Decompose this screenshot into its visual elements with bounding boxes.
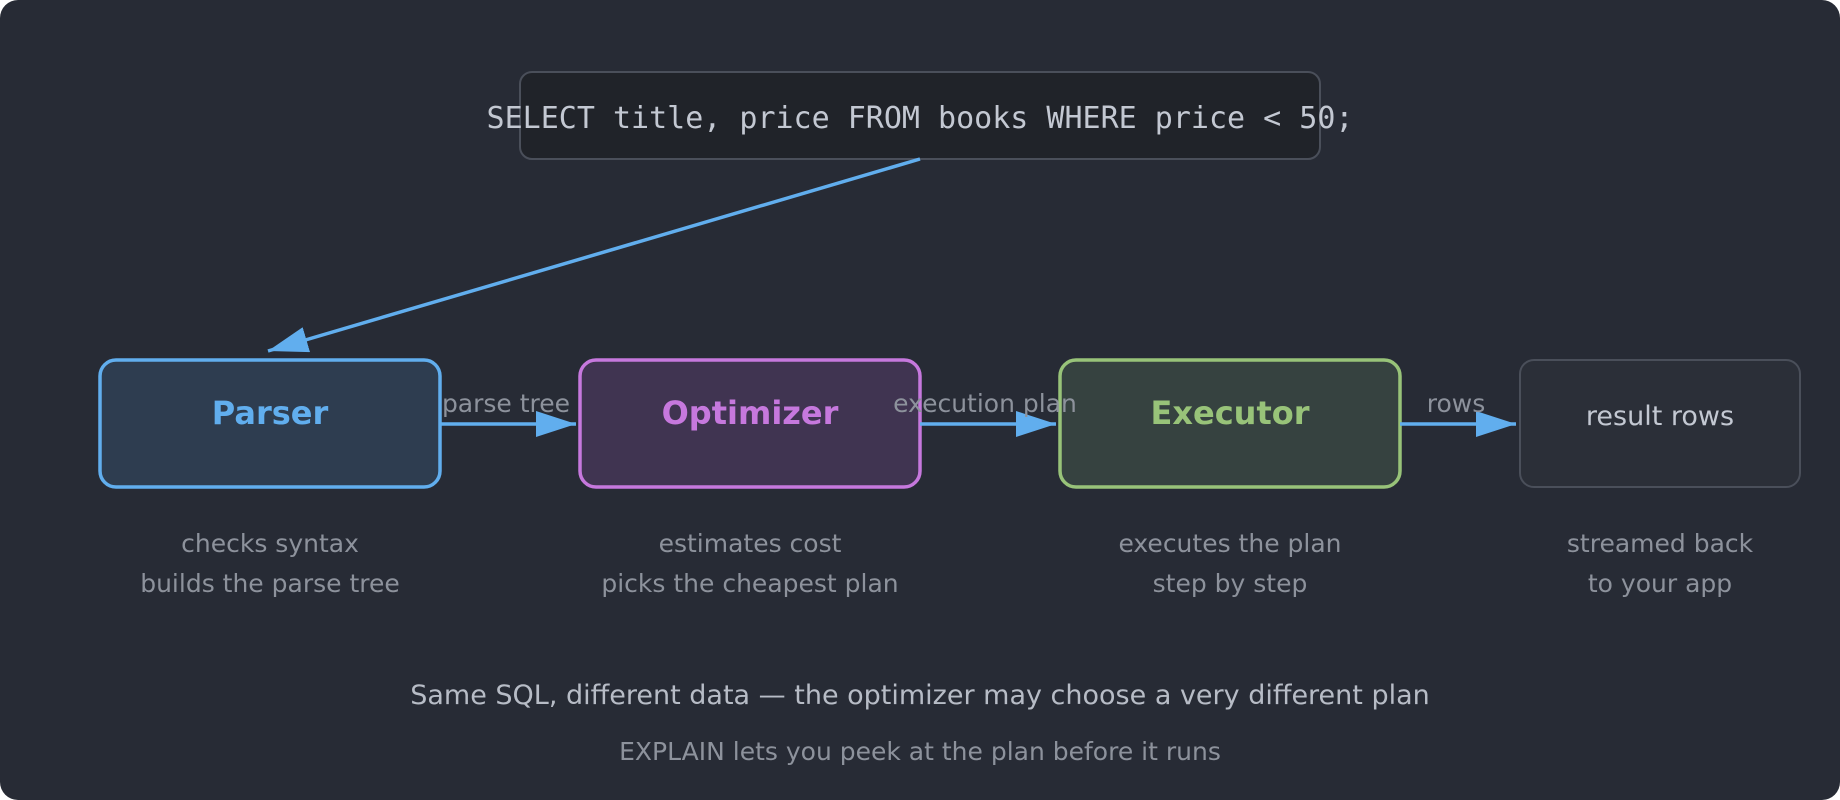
edge-label-execution-plan: execution plan bbox=[893, 389, 1077, 418]
parser-title: Parser bbox=[212, 394, 329, 432]
optimizer-desc-line-1: estimates cost bbox=[659, 529, 842, 558]
result-desc-line-2: to your app bbox=[1588, 569, 1732, 598]
optimizer-title: Optimizer bbox=[662, 394, 839, 432]
footer-sub-note: EXPLAIN lets you peek at the plan before… bbox=[619, 737, 1221, 766]
parser-desc-line-2: builds the parse tree bbox=[140, 569, 400, 598]
query-to-parser-arrow bbox=[267, 157, 921, 353]
result-rows-label: result rows bbox=[1586, 401, 1734, 432]
edge-label-parse-tree: parse tree bbox=[442, 389, 570, 418]
result-rows-node: result rows bbox=[1519, 359, 1801, 488]
sql-query-box: SELECT title, price FROM books WHERE pri… bbox=[487, 71, 1354, 160]
sql-query-text: SELECT title, price FROM books WHERE pri… bbox=[487, 101, 1354, 136]
stage-optimizer: Optimizer bbox=[578, 358, 922, 489]
footer-main-note: Same SQL, different data — the optimizer… bbox=[410, 680, 1430, 711]
edge-label-rows: rows bbox=[1427, 389, 1486, 418]
result-desc-line-1: streamed back bbox=[1567, 529, 1754, 558]
optimizer-desc-line-2: picks the cheapest plan bbox=[601, 569, 898, 598]
stage-executor: Executor bbox=[1058, 358, 1402, 489]
result-rows-box bbox=[1519, 359, 1801, 488]
executor-desc-line-1: executes the plan bbox=[1118, 529, 1341, 558]
stage-parser: Parser bbox=[98, 358, 442, 489]
executor-desc-line-2: step by step bbox=[1153, 569, 1308, 598]
parser-desc-line-1: checks syntax bbox=[181, 529, 359, 558]
executor-title: Executor bbox=[1150, 394, 1309, 432]
